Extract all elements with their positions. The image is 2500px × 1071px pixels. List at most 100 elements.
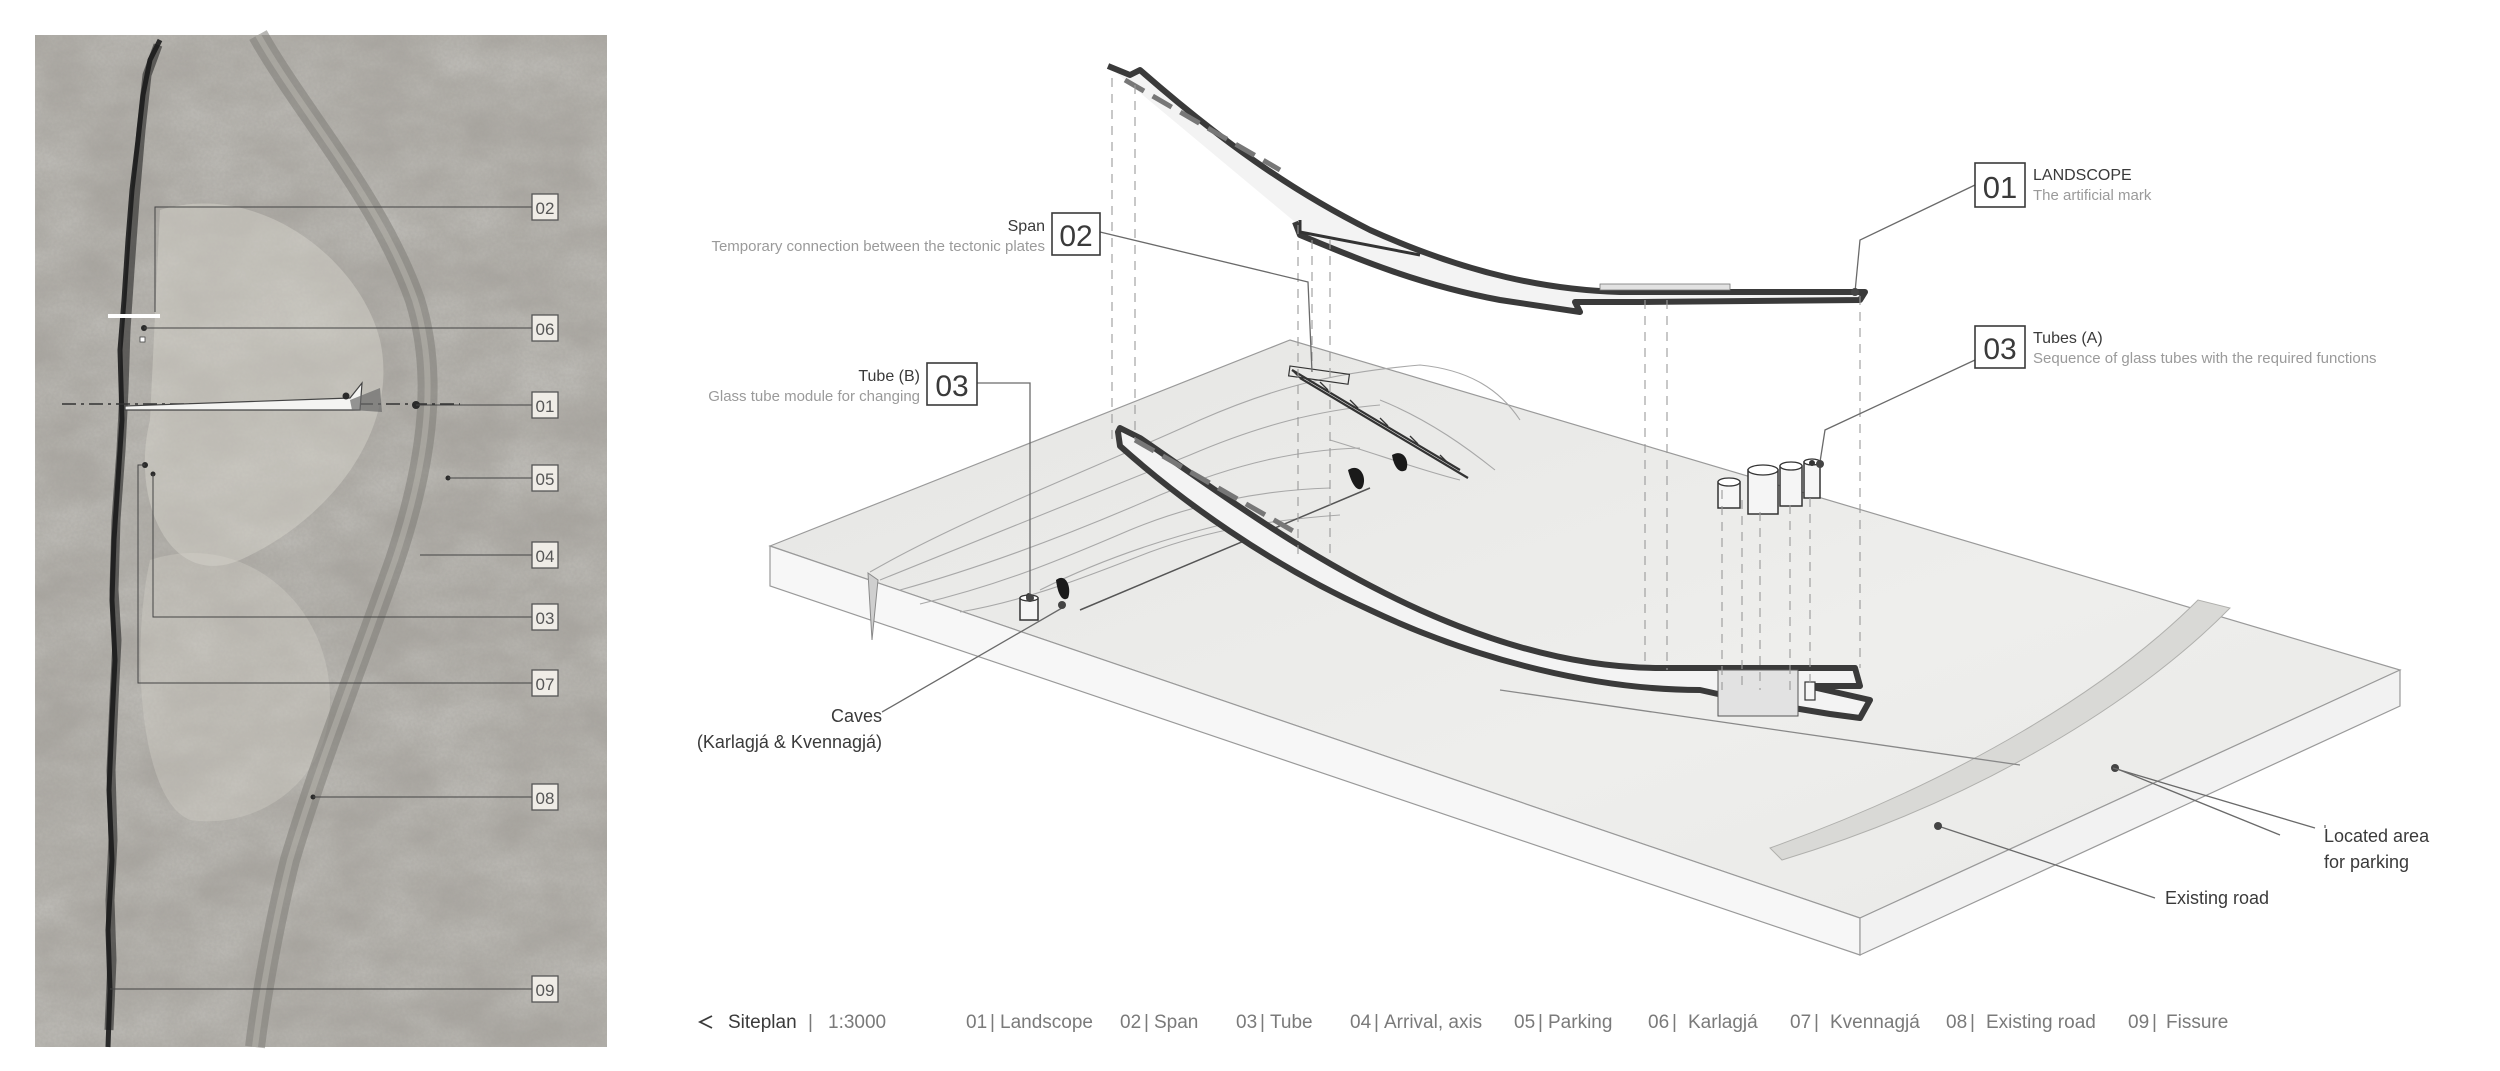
svg-text:|: | (1814, 1012, 1819, 1033)
fissure-shadow (104, 43, 163, 1031)
callout-landscope: 01 LANDSCOPE The artificial mark (1974, 162, 2152, 208)
siteplan-label-04: 04 (531, 541, 559, 569)
svg-text:05: 05 (1514, 1012, 1535, 1033)
landscope-grounded-tube (1804, 681, 1816, 701)
landscope-grounded-interior (1717, 669, 1799, 717)
svg-text:08: 08 (1946, 1012, 1967, 1033)
landscope-floating-openings (1123, 77, 1282, 173)
svg-text:|: | (990, 1012, 995, 1033)
svg-text:Span: Span (1154, 1012, 1198, 1033)
svg-text:Span: Span (1008, 218, 1045, 235)
parking-label-line1: Located area (2324, 826, 2430, 846)
existing-road-3d (1769, 599, 2231, 861)
siteplan-number-boxes: 02 06 01 05 04 03 (531, 193, 559, 1003)
svg-text:01: 01 (1983, 170, 2017, 205)
svg-text:Arrival, axis: Arrival, axis (1384, 1012, 1482, 1033)
existing-road-center (252, 33, 431, 1048)
cave-kvennagja (1392, 453, 1408, 472)
landscope-floating-interior (1599, 283, 1731, 291)
svg-text:07: 07 (536, 675, 555, 694)
siteplan-label-05: 05 (531, 464, 559, 492)
cave-marker (1056, 577, 1070, 600)
svg-text:Tube: Tube (1270, 1012, 1313, 1033)
callout-leaders (881, 184, 2326, 899)
svg-text:02: 02 (536, 199, 555, 218)
svg-text:03: 03 (1983, 333, 2016, 366)
svg-text:06: 06 (536, 320, 555, 339)
terrain-patch (140, 552, 330, 822)
legend-item: 04 | Arrival, axis (1350, 1012, 1482, 1033)
span-bridge (1287, 365, 1469, 479)
landscope-floating-edge (1298, 220, 1421, 257)
siteplan-label-09: 09 (531, 975, 559, 1003)
axonometric-diagram: 01 LANDSCOPE The artificial mark 02 Span… (697, 63, 2430, 956)
svg-text:The artificial mark: The artificial mark (2033, 187, 2152, 204)
legend-scale: 1:3000 (828, 1012, 886, 1033)
terrain-contour (919, 487, 1331, 605)
plain-labels: Caves (Karlagjá & Kvennagjá) Located are… (697, 706, 2430, 908)
svg-text:|: | (1538, 1012, 1543, 1033)
svg-text:|: | (1672, 1012, 1677, 1033)
siteplan-label-02: 02 (531, 193, 559, 221)
siteplan-label-07: 07 (531, 669, 559, 697)
svg-text:09: 09 (2128, 1012, 2149, 1033)
svg-text:|: | (1374, 1012, 1379, 1033)
callout-tube-b: 03 Tube (B) Glass tube module for changi… (708, 362, 978, 406)
triangle-left-icon (697, 1015, 713, 1029)
svg-text:02: 02 (1059, 220, 1092, 253)
legend-item: 08 | Existing road (1946, 1012, 2096, 1033)
landscope-grounded (1115, 425, 1873, 721)
cave-markers (1056, 453, 1408, 600)
terrain-contour (899, 447, 1361, 591)
siteplan-grain-texture (35, 35, 607, 1047)
landscope-plan-end (350, 388, 382, 412)
terrain-patch (144, 203, 384, 566)
tubes-a-3d (1717, 458, 1821, 515)
slab-side (1859, 669, 2401, 956)
legend-item: 03 | Tube (1236, 1012, 1313, 1033)
tube-plan-marker (139, 336, 146, 343)
svg-text:01: 01 (966, 1012, 987, 1033)
svg-text:Sequence of glass tubes with t: Sequence of glass tubes with the require… (2033, 350, 2377, 367)
cave-karlagja (1348, 467, 1365, 490)
plate-edge (1079, 487, 1371, 611)
callout-tubes-a: 03 Tubes (A) Sequence of glass tubes wit… (1974, 325, 2377, 369)
svg-text:|: | (2152, 1012, 2157, 1033)
svg-text:04: 04 (1350, 1012, 1372, 1033)
terrain-contour (1379, 399, 1496, 471)
svg-text:Parking: Parking (1548, 1012, 1612, 1033)
svg-text:|: | (1144, 1012, 1149, 1033)
projection-lines (1111, 78, 1861, 690)
landscope-floating (1106, 63, 1868, 315)
legend-item: 05 | Parking (1514, 1012, 1612, 1033)
legend-separator: | (808, 1012, 813, 1033)
legend-item: 01 | Landscope (966, 1012, 1093, 1033)
svg-text:04: 04 (536, 547, 555, 566)
siteplan-label-06: 06 (531, 314, 559, 342)
svg-text:|: | (1260, 1012, 1265, 1033)
existing-road (245, 30, 438, 1049)
ground-axis (1499, 689, 2021, 766)
siteplan-label-08: 08 (531, 783, 559, 811)
legend-bar: Siteplan | 1:3000 01 | Landscope 02 | Sp… (697, 1012, 2228, 1033)
siteplan-leaders (110, 206, 532, 990)
svg-text:Tube (B): Tube (B) (858, 368, 920, 385)
svg-text:Tubes (A): Tubes (A) (2033, 330, 2103, 347)
callout-span: 02 Span Temporary connection between the… (711, 212, 1101, 256)
svg-text:09: 09 (536, 981, 555, 1000)
svg-text:05: 05 (536, 470, 555, 489)
siteplan-label-01: 01 (531, 391, 559, 419)
legend-item: 07 | Kvennagjá (1790, 1012, 1920, 1033)
svg-text:Kvennagjá: Kvennagjá (1830, 1012, 1920, 1033)
legend-item: 09 | Fissure (2128, 1012, 2228, 1033)
svg-text:Temporary connection between t: Temporary connection between the tectoni… (711, 238, 1045, 255)
svg-text:02: 02 (1120, 1012, 1141, 1033)
svg-text:|: | (1970, 1012, 1975, 1033)
landscope-floating-body (1106, 63, 1868, 315)
svg-text:Existing road: Existing road (1986, 1012, 2096, 1033)
road-label: Existing road (2165, 888, 2269, 908)
svg-text:01: 01 (536, 397, 555, 416)
siteplan-label-03: 03 (531, 603, 559, 631)
